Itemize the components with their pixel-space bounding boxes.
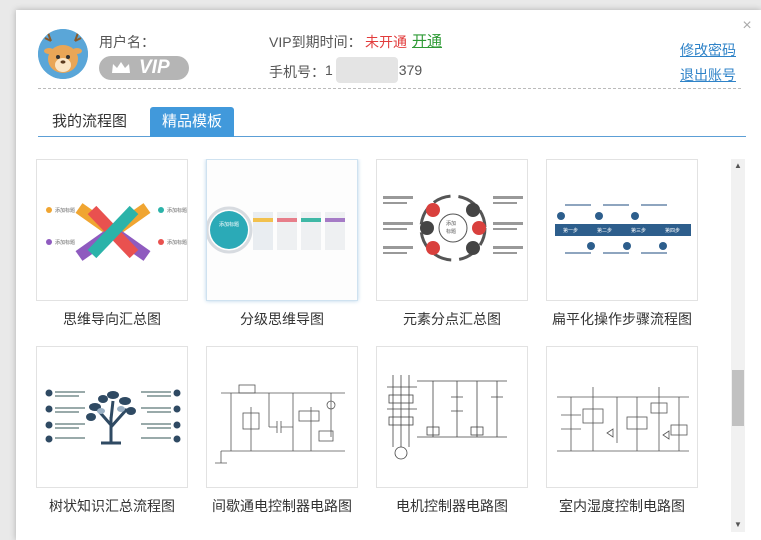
template-card[interactable]: 添加标题 添加标题 添加标题 添加标题 思维导向汇总图 [36, 159, 188, 329]
template-card[interactable]: 第一步 第二步 第三步 第四步 扁平化操作步骤流程图 [546, 159, 698, 329]
template-thumbnail: 添加标题 添加标题 添加标题 添加标题 [36, 159, 188, 301]
template-thumbnail [36, 346, 188, 488]
template-title: 树状知识汇总流程图 [49, 498, 175, 514]
vip-badge: VIP [99, 56, 189, 80]
logout-link[interactable]: 退出账号 [680, 67, 736, 83]
scroll-down-arrow-icon[interactable]: ▼ [734, 520, 742, 529]
phone-value: 1 379 [325, 62, 422, 78]
phone-prefix: 1 [325, 62, 333, 78]
thumb-label: 添加标题 [55, 207, 75, 214]
template-thumbnail: 添加 标题 [376, 159, 528, 301]
tab-my-flowcharts[interactable]: 我的流程图 [52, 113, 128, 130]
template-thumbnail [376, 346, 528, 488]
phone-label: 手机号： [269, 64, 325, 80]
thumb-label: 添加标题 [55, 239, 75, 246]
tab-bar: 我的流程图 精品模板 [38, 107, 746, 137]
thumb-label: 第一步 [563, 227, 578, 234]
account-dialog: × 用户名： VIP VIP到期时间： 未开通 开通 手机号 [16, 10, 761, 540]
template-thumbnail [206, 346, 358, 488]
template-title: 扁平化操作步骤流程图 [552, 311, 692, 327]
thumb-label: 第三步 [631, 227, 646, 234]
thumb-label: 添加标题 [167, 239, 187, 246]
template-thumbnail [546, 346, 698, 488]
divider [38, 88, 741, 89]
template-card[interactable]: 添加 标题 [376, 159, 528, 329]
thumb-label: 添加 [446, 220, 456, 227]
vip-status: 未开通 [365, 34, 407, 50]
template-title: 电机控制器电路图 [396, 498, 508, 514]
close-icon[interactable]: × [742, 17, 752, 34]
template-title: 间歇通电控制器电路图 [212, 498, 352, 514]
vip-badge-text: VIP [139, 57, 170, 78]
template-title: 分级思维导图 [240, 311, 324, 327]
scrollbar[interactable]: ▲ ▼ [731, 159, 745, 532]
crown-icon [111, 61, 131, 75]
tab-premium-templates[interactable]: 精品模板 [150, 107, 235, 137]
template-grid: 添加标题 添加标题 添加标题 添加标题 思维导向汇总图 添加标题 [36, 159, 726, 534]
vip-expiry-label: VIP到期时间： [269, 34, 362, 50]
thumb-label: 添加标题 [219, 221, 239, 228]
thumb-label: 添加标题 [167, 207, 187, 214]
vip-open-link[interactable]: 开通 [412, 33, 443, 50]
template-card[interactable]: 室内湿度控制电路图 [546, 346, 698, 516]
thumb-label: 第四步 [665, 227, 680, 234]
template-thumbnail: 第一步 第二步 第三步 第四步 [546, 159, 698, 301]
template-title: 室内湿度控制电路图 [559, 498, 685, 514]
scroll-thumb[interactable] [732, 370, 744, 426]
thumb-label: 第二步 [597, 227, 612, 234]
change-password-link[interactable]: 修改密码 [680, 42, 736, 58]
template-card[interactable]: 添加标题 分级思维导图 [206, 159, 358, 329]
template-thumbnail: 添加标题 [206, 159, 358, 301]
scroll-up-arrow-icon[interactable]: ▲ [734, 161, 742, 170]
phone-suffix: 379 [398, 62, 423, 78]
avatar [38, 29, 88, 79]
template-card[interactable]: 间歇通电控制器电路图 [206, 346, 358, 516]
template-title: 元素分点汇总图 [403, 311, 501, 327]
template-title: 思维导向汇总图 [63, 311, 161, 327]
template-card[interactable]: 电机控制器电路图 [376, 346, 528, 516]
thumb-label: 标题 [446, 228, 456, 235]
username-label: 用户名： [99, 34, 155, 50]
phone-mask [336, 57, 398, 83]
template-card[interactable]: 树状知识汇总流程图 [36, 346, 188, 516]
